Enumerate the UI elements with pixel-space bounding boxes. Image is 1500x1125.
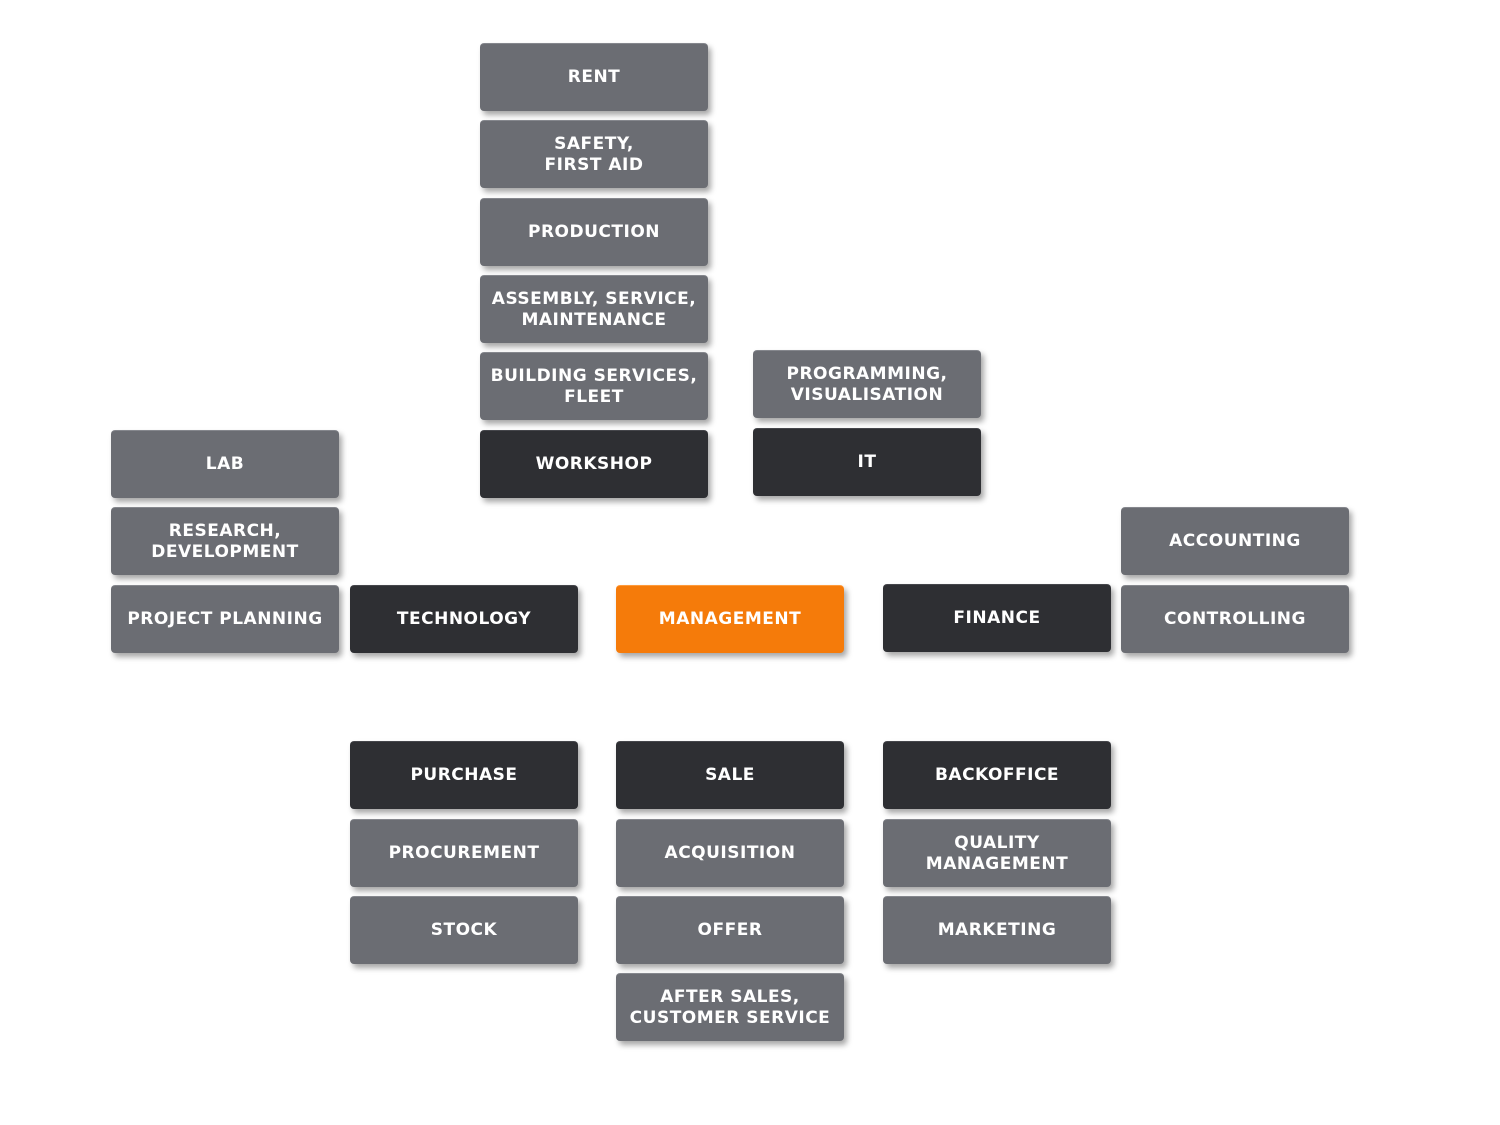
- node-after-sales-customer-service: AFTER SALES, CUSTOMER SERVICE: [616, 973, 844, 1041]
- node-programming-visualisation: PROGRAMMING, VISUALISATION: [753, 350, 981, 418]
- node-backoffice: BACKOFFICE: [883, 741, 1111, 809]
- node-marketing: MARKETING: [883, 896, 1111, 964]
- node-stock: STOCK: [350, 896, 578, 964]
- node-safety-first-aid: SAFETY, FIRST AID: [480, 120, 708, 188]
- node-acquisition: ACQUISITION: [616, 819, 844, 887]
- node-building-services-fleet: BUILDING SERVICES, FLEET: [480, 352, 708, 420]
- node-offer: OFFER: [616, 896, 844, 964]
- node-purchase: PURCHASE: [350, 741, 578, 809]
- node-quality-management: QUALITY MANAGEMENT: [883, 819, 1111, 887]
- node-workshop: WORKSHOP: [480, 430, 708, 498]
- node-lab: LAB: [111, 430, 339, 498]
- node-finance: FINANCE: [883, 584, 1111, 652]
- node-technology: TECHNOLOGY: [350, 585, 578, 653]
- node-assembly-service-maintenance: ASSEMBLY, SERVICE, MAINTENANCE: [480, 275, 708, 343]
- node-controlling: CONTROLLING: [1121, 585, 1349, 653]
- node-sale: SALE: [616, 741, 844, 809]
- node-accounting: ACCOUNTING: [1121, 507, 1349, 575]
- node-production: PRODUCTION: [480, 198, 708, 266]
- node-it: IT: [753, 428, 981, 496]
- node-research-development: RESEARCH, DEVELOPMENT: [111, 507, 339, 575]
- node-procurement: PROCUREMENT: [350, 819, 578, 887]
- node-project-planning: PROJECT PLANNING: [111, 585, 339, 653]
- node-management: MANAGEMENT: [616, 585, 844, 653]
- node-rent: RENT: [480, 43, 708, 111]
